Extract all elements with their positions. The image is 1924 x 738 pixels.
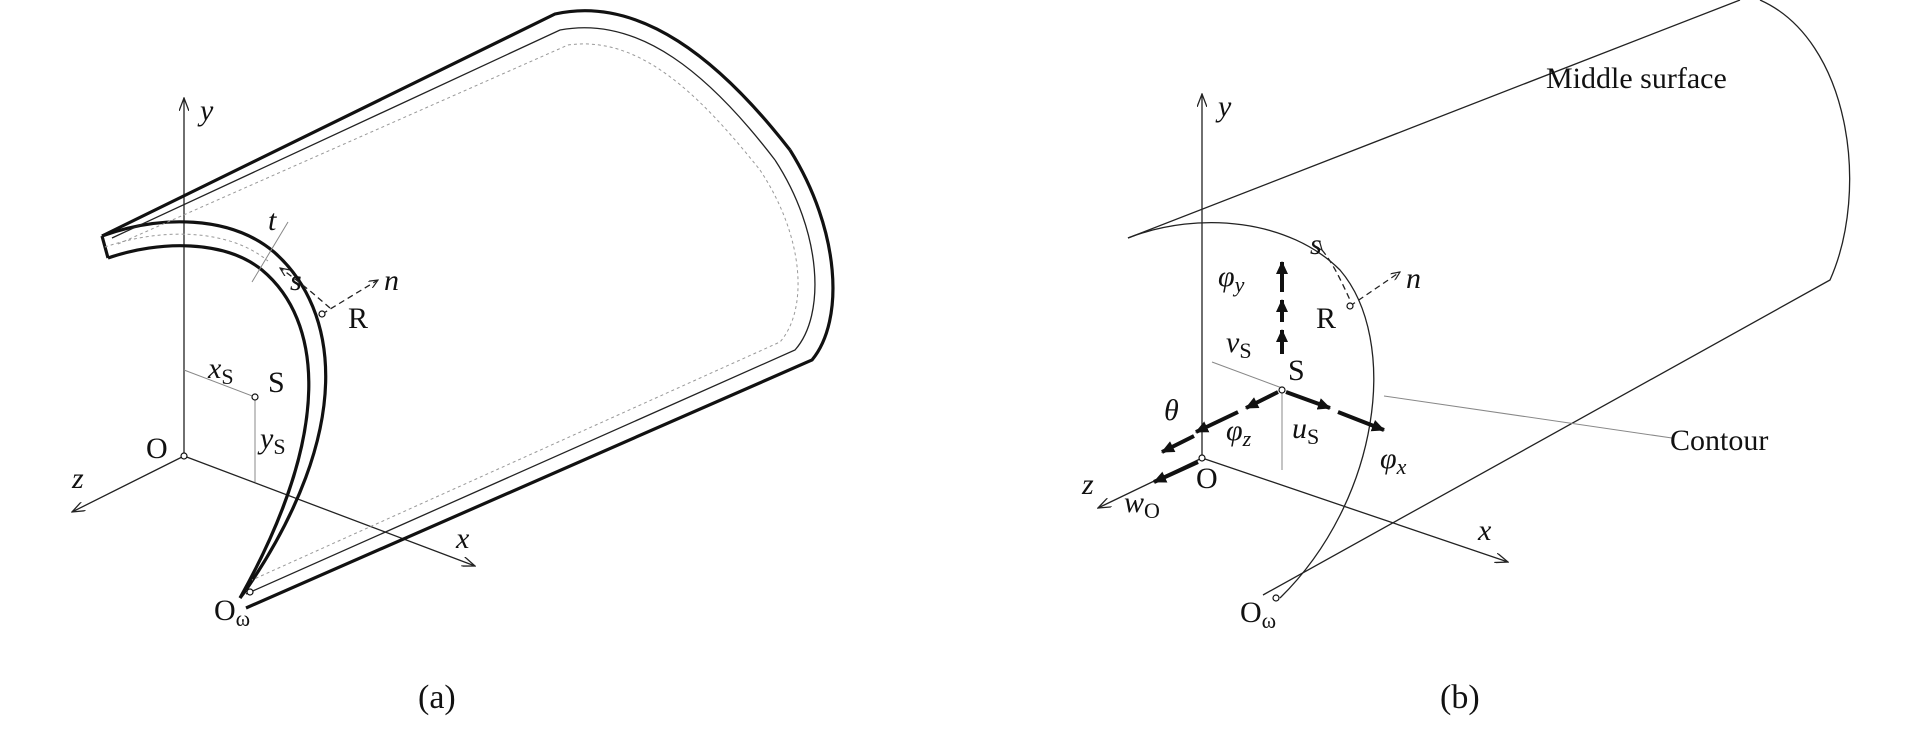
label-wo: wO xyxy=(1124,486,1160,523)
label-n-b: n xyxy=(1406,262,1421,295)
caption-a: (a) xyxy=(418,679,456,716)
section-inner-edge xyxy=(107,244,311,599)
panel-a: y x z O t s n R S xS yS Oω (a) xyxy=(71,9,835,716)
top-edge-outer xyxy=(101,9,792,238)
shear-centre-point-a xyxy=(251,393,259,401)
label-phi-z: φz xyxy=(1226,414,1252,451)
us-arrow xyxy=(1285,390,1331,410)
section-outer-edge xyxy=(101,220,328,591)
label-phi-y: φy xyxy=(1218,260,1245,297)
label-y-a: y xyxy=(197,94,214,127)
label-y-b: y xyxy=(1215,90,1232,123)
label-t-a: t xyxy=(268,204,277,237)
label-o-b: O xyxy=(1196,462,1218,495)
label-x-a: x xyxy=(455,522,470,555)
label-z-b: z xyxy=(1081,468,1094,501)
label-middle-surface: Middle surface xyxy=(1546,62,1727,95)
point-r-b xyxy=(1346,302,1354,310)
point-o-omega-a xyxy=(246,588,254,596)
theta-arrow-2 xyxy=(1161,434,1195,454)
contour-leader-line xyxy=(1383,395,1673,439)
label-o-omega-b: Oω xyxy=(1240,596,1276,633)
label-theta: θ xyxy=(1164,394,1179,427)
middle-surface-top-edge xyxy=(1127,0,1741,239)
label-z-a: z xyxy=(71,462,84,495)
label-s-point-b: S xyxy=(1288,354,1305,387)
section-midline xyxy=(104,233,269,262)
x-axis-b xyxy=(1201,457,1508,562)
contour-curve xyxy=(1127,221,1375,599)
far-end-outer xyxy=(245,149,835,610)
middle-surface-far-edge xyxy=(1262,0,1851,596)
origin-point-b xyxy=(1198,454,1206,462)
origin-point-a xyxy=(180,452,188,460)
top-edge-inner xyxy=(111,27,776,239)
shear-centre-point-b xyxy=(1278,386,1286,394)
n-direction-arrow-a xyxy=(321,280,378,315)
label-xs: xS xyxy=(207,352,234,389)
label-n-a: n xyxy=(384,264,399,297)
top-edge-midline xyxy=(117,43,761,245)
s-direction-arrow-a xyxy=(280,268,331,309)
s-direction-arrow-b xyxy=(1322,250,1351,301)
xs-dimension-line xyxy=(183,369,256,398)
thickness-marker xyxy=(251,221,289,283)
label-r-b: R xyxy=(1316,302,1336,335)
caption-b: (b) xyxy=(1440,679,1480,716)
label-o-a: O xyxy=(146,432,168,465)
x-axis-a xyxy=(183,455,475,566)
label-vs: vS xyxy=(1226,326,1252,363)
wo-arrow xyxy=(1153,460,1199,484)
far-end-midline xyxy=(251,169,799,581)
label-s-a: s xyxy=(290,264,302,297)
point-o-omega-b xyxy=(1272,594,1280,602)
z-axis-a xyxy=(72,455,185,512)
shear-centre-x-line xyxy=(1211,361,1283,389)
label-s-b: s xyxy=(1310,228,1322,261)
label-r-a: R xyxy=(348,302,368,335)
label-s-point-a: S xyxy=(268,366,285,399)
point-r-a xyxy=(318,310,326,318)
label-us: uS xyxy=(1292,412,1319,449)
label-phi-x: φx xyxy=(1380,442,1407,479)
phi-z-arrow xyxy=(1245,390,1279,410)
phi-x-arrow xyxy=(1337,410,1385,432)
panel-b: Middle surface Contour y x z O s n R S φ… xyxy=(1081,0,1851,716)
label-ys: yS xyxy=(257,422,286,459)
far-end-inner xyxy=(245,159,816,595)
section-end-bottom xyxy=(238,589,248,599)
label-x-b: x xyxy=(1477,514,1492,547)
label-o-omega-a: Oω xyxy=(214,594,250,631)
n-direction-arrow-b xyxy=(1349,272,1400,307)
theta-arrow xyxy=(1195,410,1239,434)
label-contour: Contour xyxy=(1670,424,1768,457)
